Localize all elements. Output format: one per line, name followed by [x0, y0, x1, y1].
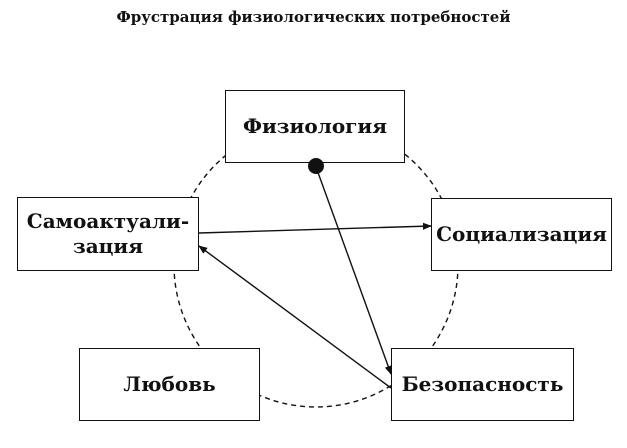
node-self-actualization-label-line1: Самоактуали-: [26, 209, 190, 233]
node-socialization-label: Социализация: [436, 222, 607, 246]
node-socialization: Социализация: [431, 198, 612, 271]
node-safety: Безопасность: [391, 348, 574, 421]
node-physiology: Физиология: [225, 90, 405, 163]
node-safety-label: Безопасность: [401, 372, 564, 396]
arrow-physiology-to-safety: [315, 166, 392, 375]
node-love: Любовь: [79, 348, 260, 421]
arrow-safety-to-self-actualization: [198, 245, 392, 389]
diagram-title: Фрустрация физиологических потребностей: [116, 8, 511, 26]
arrow-self-actualization-to-socialization: [198, 222, 432, 234]
node-self-actualization-label-line2: зация: [72, 234, 144, 258]
node-physiology-label: Физиология: [242, 114, 388, 138]
node-love-label: Любовь: [123, 372, 216, 396]
node-self-actualization: Самоактуали- зация: [17, 197, 199, 271]
